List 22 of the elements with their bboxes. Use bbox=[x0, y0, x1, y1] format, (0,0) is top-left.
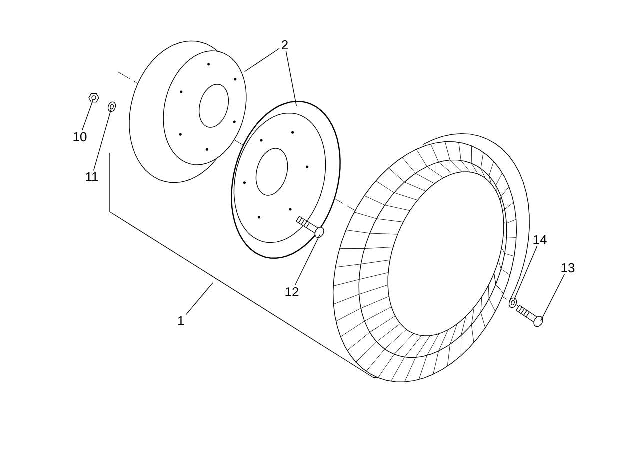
callout-number: 12 bbox=[286, 287, 299, 297]
leader-line bbox=[540, 274, 566, 322]
leader-line bbox=[186, 282, 214, 316]
washer-drawing bbox=[108, 102, 116, 112]
leader-line bbox=[93, 108, 112, 172]
callout-number: 13 bbox=[562, 263, 575, 273]
leader-line bbox=[82, 100, 94, 131]
leader-line bbox=[294, 234, 320, 286]
leader-line bbox=[244, 48, 280, 72]
callout-number: 11 bbox=[86, 172, 98, 182]
bolt-drawing bbox=[516, 305, 544, 328]
rim-half-drawing bbox=[129, 40, 247, 184]
leader-line bbox=[513, 246, 538, 302]
washer-drawing bbox=[508, 298, 518, 308]
callout-number: 2 bbox=[282, 40, 288, 50]
leader-line bbox=[286, 51, 297, 106]
bolt-drawing bbox=[296, 216, 324, 238]
callout-number: 1 bbox=[178, 316, 184, 326]
rim-half-drawing bbox=[231, 101, 341, 259]
callout-number: 14 bbox=[534, 236, 547, 244]
nut-drawing bbox=[88, 93, 100, 103]
callout-number: 10 bbox=[74, 132, 87, 142]
